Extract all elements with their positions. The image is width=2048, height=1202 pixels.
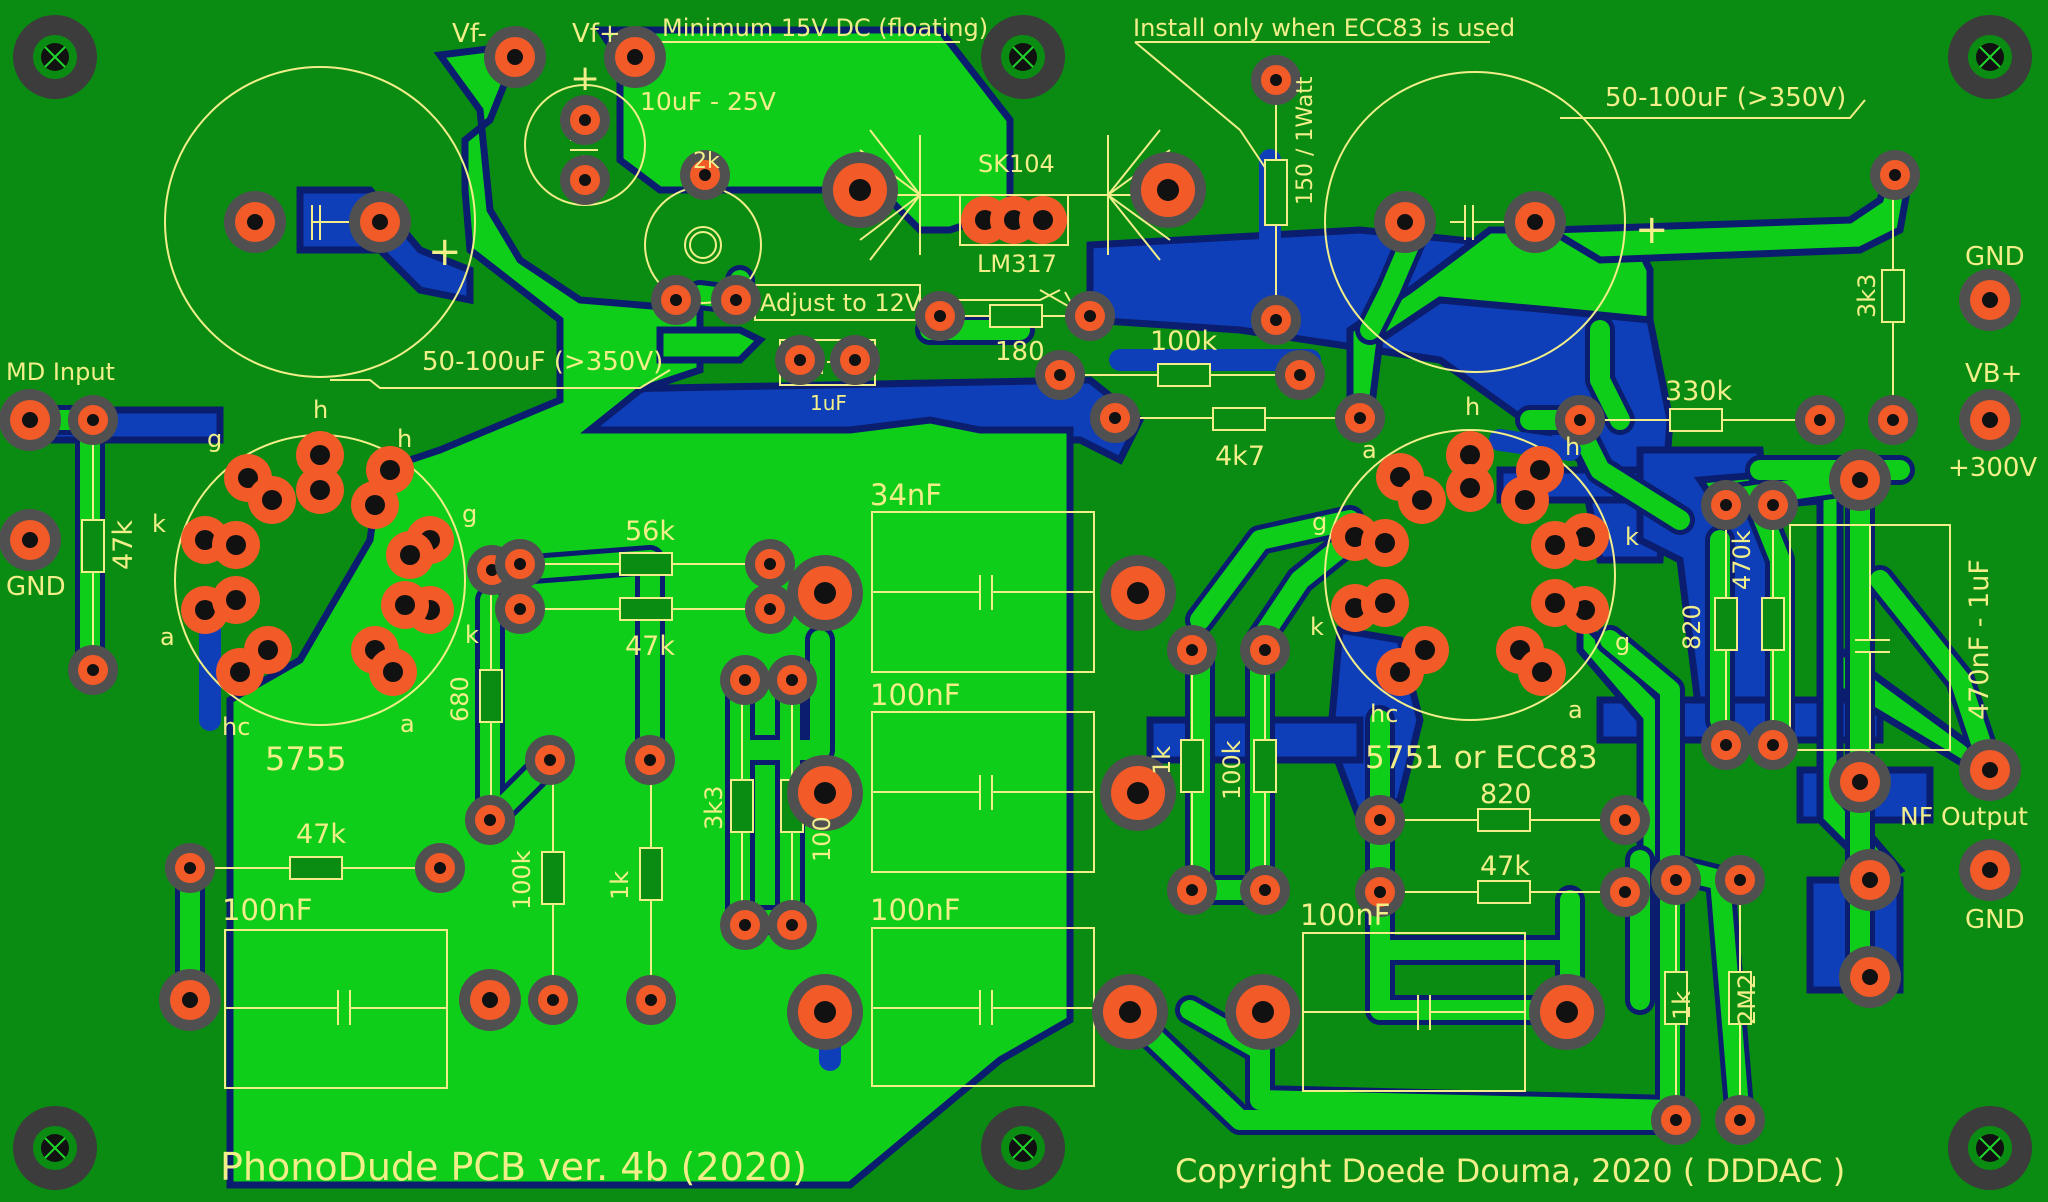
label-r100k-top: 100k — [1150, 326, 1218, 357]
board-copyright: Copyright Doede Douma, 2020 ( DDDAC ) — [1175, 1152, 1845, 1190]
mount-hole-bc — [980, 1105, 1066, 1191]
label-vf-note: Minimum 15V DC (floating) — [662, 14, 988, 42]
pin-label-k: k — [152, 510, 166, 538]
pin-label-k: k — [1310, 613, 1324, 641]
mount-hole-bl — [12, 1105, 98, 1191]
label-lm317: LM317 — [977, 250, 1057, 278]
pin-label-a: a — [160, 623, 175, 651]
silkscreen-text: Vf- Vf+ Minimum 15V DC (floating) Instal… — [6, 14, 2037, 1190]
label-r1k-right: 1k — [1148, 746, 1176, 775]
label-pot-2k: 2k — [693, 149, 720, 174]
label-gnd-top: GND — [1965, 242, 2025, 272]
label-r330k: 330k — [1665, 376, 1733, 407]
label-sk104: SK104 — [978, 150, 1055, 178]
pin-label-h: h — [1465, 393, 1480, 421]
label-r100k-left: 100k — [508, 850, 536, 910]
label-r470k: 470k — [1728, 530, 1756, 590]
label-r47k-right: 47k — [1480, 851, 1530, 882]
label-gnd-left: GND — [6, 572, 66, 602]
pin-label-hc: hc — [1370, 700, 1398, 728]
label-r1k-left: 1k — [606, 871, 634, 900]
pin-label-k: k — [465, 621, 479, 649]
label-vf-plus: Vf+ — [572, 19, 621, 49]
pin-label-a: a — [400, 710, 415, 738]
pin-label-hc: hc — [222, 713, 250, 741]
pin-label-a: a — [1568, 696, 1583, 724]
label-c470nf: 470nF - 1uF — [1964, 559, 1995, 720]
label-10uf: 10uF - 25V — [640, 87, 776, 116]
label-c100nf-left: 100nF — [222, 893, 312, 927]
cap-outline-10uf — [524, 84, 646, 206]
label-vbplus: VB+ — [1965, 359, 2022, 389]
tube-socket-right — [1324, 429, 1616, 721]
polarity-plus-10uf: + — [570, 58, 600, 99]
label-r3k3-right: 3k3 — [1853, 274, 1881, 318]
label-vf-minus: Vf- — [452, 19, 487, 49]
resistors — [81, 159, 1905, 1025]
pin-label-g: g — [462, 500, 477, 528]
label-r150: 150 / 1Watt — [1293, 76, 1318, 205]
polarity-plus-right: + — [1635, 207, 1669, 253]
label-tube-left: 5755 — [265, 740, 346, 778]
label-c100nf-right: 100nF — [1300, 898, 1390, 932]
pin-label-g: g — [1312, 508, 1327, 536]
label-bulk-right: 50-100uF (>350V) — [1605, 83, 1846, 113]
resistor-47k-input — [81, 519, 105, 573]
label-r56k: 56k — [625, 516, 675, 547]
label-r180: 180 — [995, 337, 1045, 367]
label-nf-output: NF Output — [1900, 802, 2028, 831]
label-r680: 680 — [446, 676, 474, 722]
mount-hole-tc — [980, 14, 1066, 100]
pin-label-k: k — [1625, 523, 1639, 551]
label-c100nf-bot: 100nF — [870, 893, 960, 927]
label-gnd-right: GND — [1965, 905, 2025, 935]
label-bulk-left: 50-100uF (>350V) — [422, 347, 663, 377]
label-tube-right: 5751 or ECC83 — [1365, 740, 1598, 776]
label-r3k3-mid: 3k3 — [700, 786, 728, 830]
label-300v: +300V — [1948, 453, 2037, 483]
label-ecc83-note: Install only when ECC83 is used — [1133, 14, 1515, 42]
polarity-plus-left: + — [428, 229, 462, 275]
cap-outline-right — [1324, 71, 1626, 373]
label-r47k-in: 47k — [108, 520, 139, 570]
pin-label-h: h — [313, 396, 328, 424]
label-r820-side: 820 — [1678, 604, 1706, 650]
pin-label-g: g — [1615, 628, 1630, 656]
pin-label-g: g — [207, 425, 222, 453]
label-r47k-bot: 47k — [296, 819, 346, 850]
pin-label-a: a — [1362, 436, 1377, 464]
mount-hole-br — [1947, 1105, 2033, 1191]
cap-outline-left — [164, 66, 476, 378]
label-r1k-bot: 1k — [1668, 991, 1696, 1020]
label-r47k-mid: 47k — [625, 631, 675, 662]
label-r100-mid: 100 — [808, 816, 836, 862]
pin-label-h: h — [1565, 433, 1580, 461]
label-c1uf: 1uF — [810, 391, 847, 415]
label-c100nf-mid: 100nF — [870, 678, 960, 712]
label-r4k7: 4k7 — [1215, 441, 1265, 472]
mount-hole-tl — [12, 14, 98, 100]
pin-labels: h h g k a hc a g k h h a g k k g hc a + … — [152, 58, 1669, 741]
label-md-input: MD Input — [6, 358, 115, 386]
label-r820-bot: 820 — [1480, 779, 1532, 810]
label-r100k-right: 100k — [1218, 740, 1246, 800]
pin-label-h: h — [397, 425, 412, 453]
label-adjust: Adjust to 12V — [760, 289, 922, 317]
mount-hole-tr — [1947, 14, 2033, 100]
label-r2m2: 2M2 — [1733, 974, 1761, 1025]
board-title: PhonoDude PCB ver. 4b (2020) — [220, 1145, 807, 1189]
label-c34nf: 34nF — [870, 478, 942, 512]
